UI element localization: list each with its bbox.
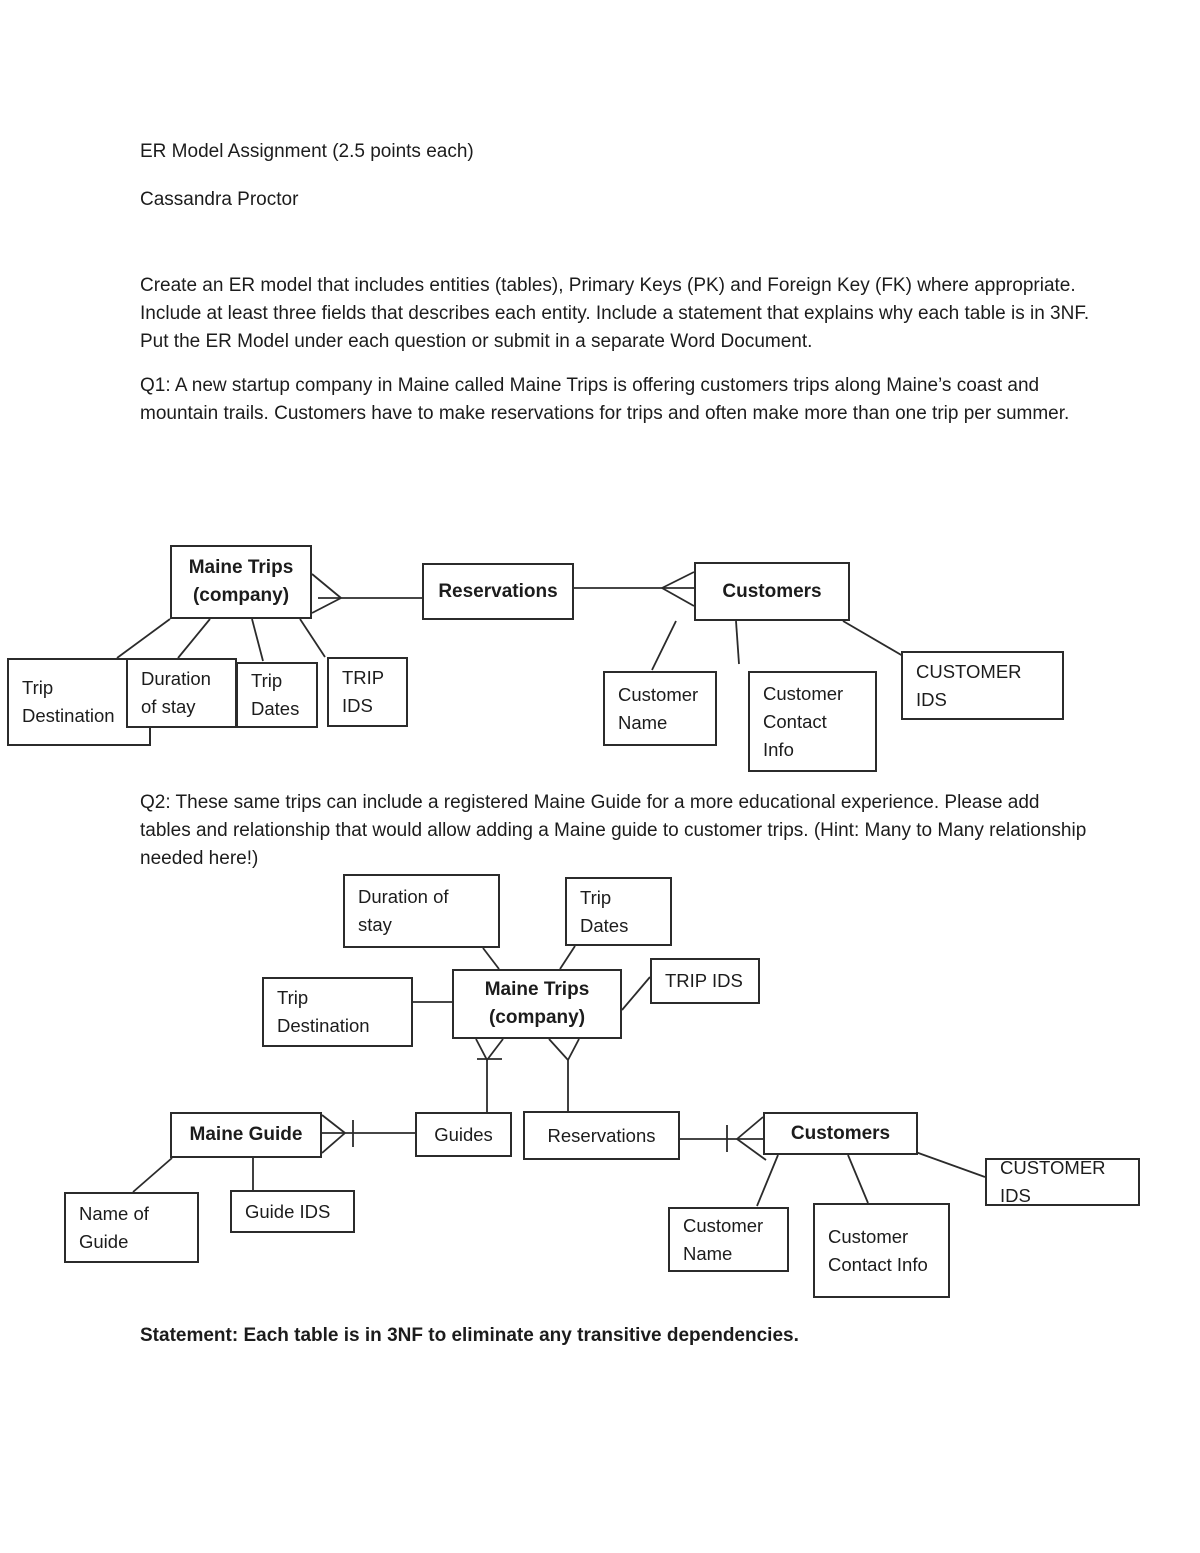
- intro-paragraph: Create an ER model that includes entitie…: [140, 275, 1090, 352]
- d2-relation-reservations: Reservations: [523, 1111, 680, 1160]
- d1-attr-customer-ids: CUSTOMER IDS: [901, 651, 1064, 720]
- d1-entity-reservations: Reservations: [422, 563, 574, 620]
- d1-attr-trip-ids: TRIP IDS: [327, 657, 408, 727]
- d2-attr-guide-ids: Guide IDS: [230, 1190, 355, 1233]
- d2-relation-guides: Guides: [415, 1112, 512, 1157]
- d1-attr-trip-dates: Trip Dates: [236, 662, 318, 728]
- d1-entity-maine-trips: Maine Trips (company): [170, 545, 312, 619]
- d2-attr-customer-name: Customer Name: [668, 1207, 789, 1272]
- d2-entity-customers: Customers: [763, 1112, 918, 1155]
- d1-attr-duration-of-stay: Duration of stay: [126, 658, 237, 728]
- statement-text: Statement: Each table is in 3NF to elimi…: [140, 1325, 799, 1346]
- d2-attr-trip-ids: TRIP IDS: [650, 958, 760, 1004]
- d2-attr-name-of-guide: Name of Guide: [64, 1192, 199, 1263]
- q2-paragraph: Q2: These same trips can include a regis…: [140, 792, 1087, 869]
- d2-attr-duration-of-stay: Duration of stay: [343, 874, 500, 948]
- d2-entity-maine-trips: Maine Trips (company): [452, 969, 622, 1039]
- d1-attr-customer-contact-info: Customer Contact Info: [748, 671, 877, 772]
- d1-attr-customer-name: Customer Name: [603, 671, 717, 746]
- d1-entity-customers: Customers: [694, 562, 850, 621]
- d2-entity-maine-guide: Maine Guide: [170, 1112, 322, 1158]
- author-name: Cassandra Proctor: [140, 189, 299, 210]
- d2-attr-customer-contact-info: Customer Contact Info: [813, 1203, 950, 1298]
- d2-attr-trip-destination: Trip Destination: [262, 977, 413, 1047]
- page-title: ER Model Assignment (2.5 points each): [140, 141, 474, 162]
- d2-attr-trip-dates: Trip Dates: [565, 877, 672, 946]
- q1-paragraph: Q1: A new startup company in Maine calle…: [140, 375, 1070, 424]
- d2-attr-customer-ids: CUSTOMER IDS: [985, 1157, 1140, 1206]
